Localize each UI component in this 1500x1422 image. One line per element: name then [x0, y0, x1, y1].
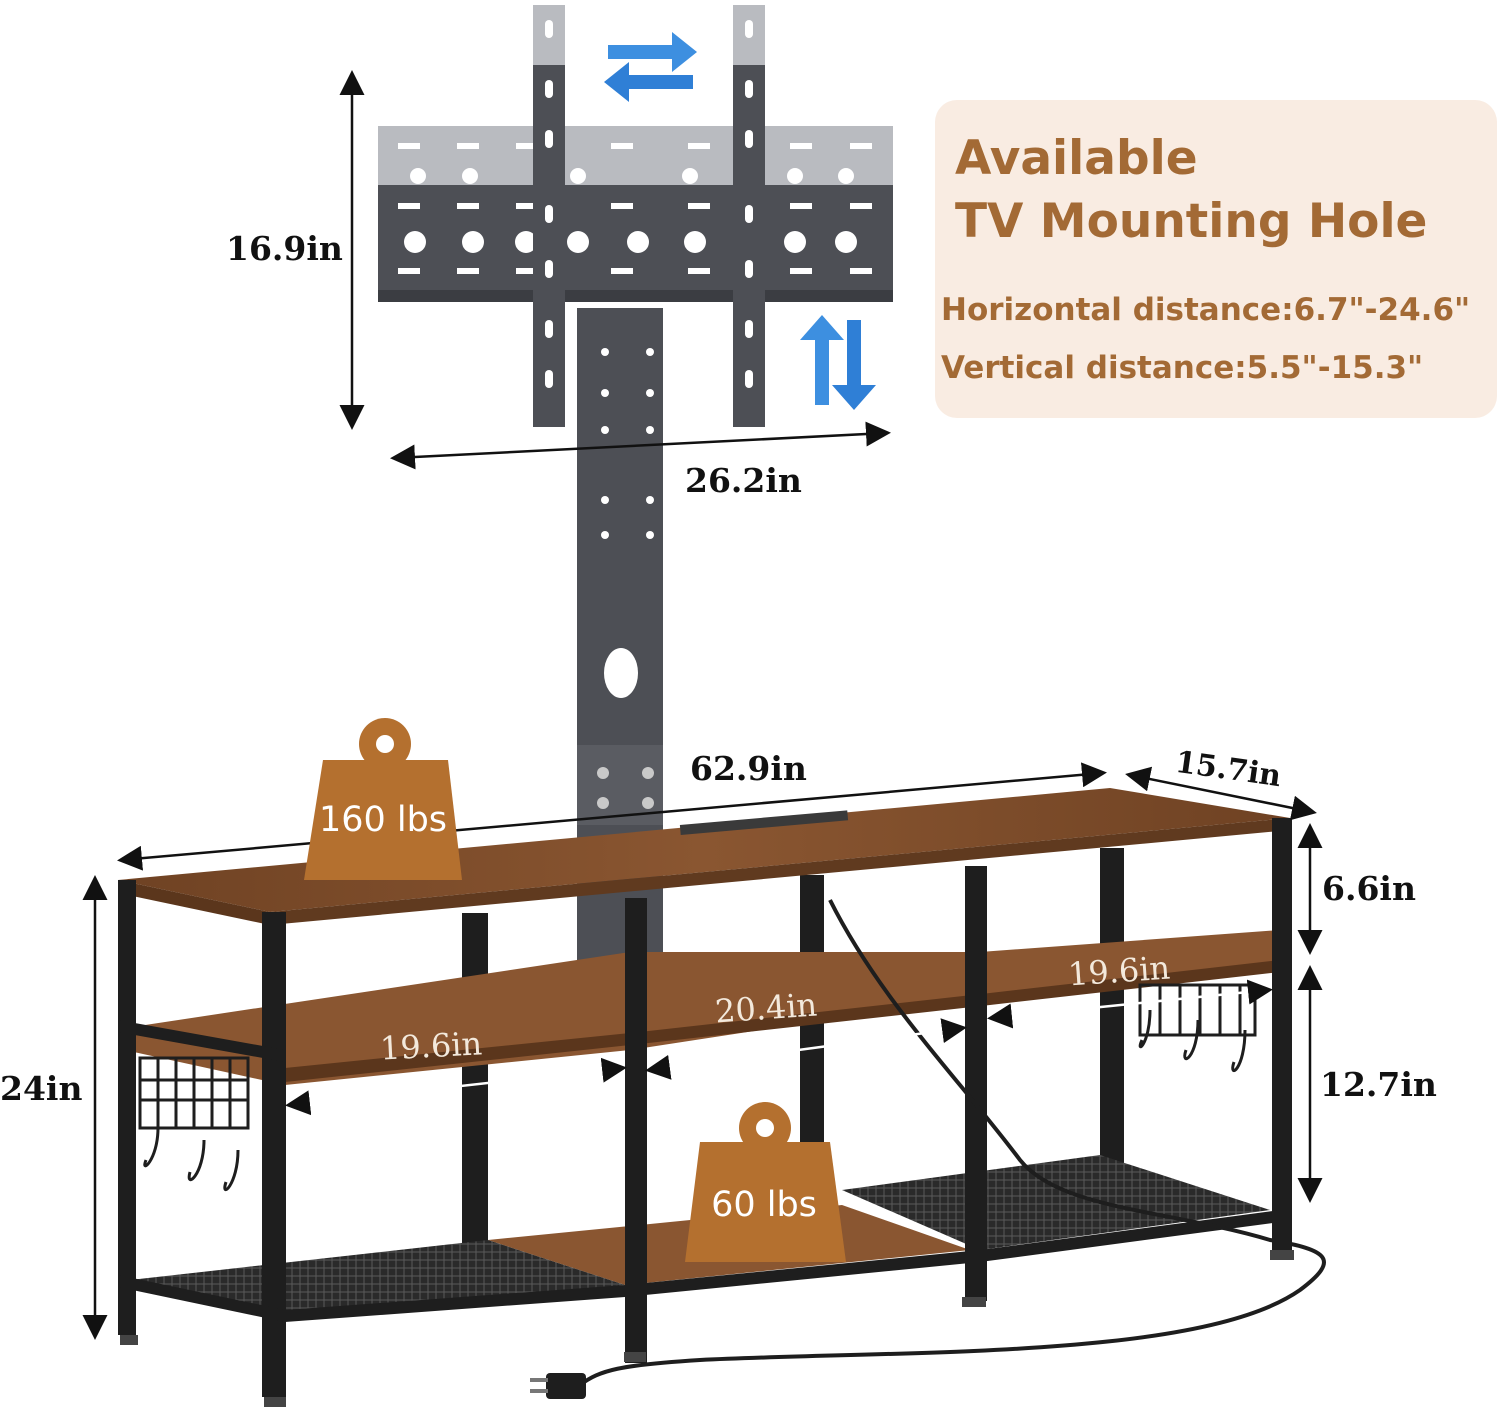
shelf-left-width-label: 19.6in [379, 1024, 484, 1068]
vertical-arrows-icon [800, 315, 876, 410]
shelf-dimension-lines [285, 979, 1273, 1116]
info-title-line2: TV Mounting Hole [955, 194, 1428, 249]
horizontal-distance-text: Horizontal distance:6.7"-24.6" [941, 292, 1471, 328]
shelf-middle-width-label: 20.4in [713, 985, 819, 1031]
total-height-label: 24in [0, 1069, 83, 1108]
bottom-capacity-label: 60 lbs [711, 1185, 817, 1225]
mount-height-label: 16.9in [226, 229, 343, 268]
weight-icon [304, 718, 462, 880]
vertical-distance-text: Vertical distance:5.5"-15.3" [941, 350, 1424, 386]
horizontal-arrows-icon [604, 32, 697, 102]
upper-shelf-gap-label: 6.6in [1322, 869, 1416, 908]
stand-width-label: 62.9in [690, 749, 807, 788]
info-title-line1: Available [955, 131, 1198, 186]
lower-shelf-gap-label: 12.7in [1320, 1065, 1437, 1104]
mount-width-label: 26.2in [685, 461, 802, 500]
dimension-lines [82, 70, 1323, 1340]
power-plug-icon [530, 1373, 586, 1399]
tv-stand [118, 788, 1326, 1407]
tv-mount-bracket [378, 5, 893, 427]
weight-icon [685, 1102, 846, 1262]
shelf-right-width-label: 19.6in [1066, 948, 1172, 994]
mounting-hole-info-card: Available TV Mounting Hole Horizontal di… [935, 100, 1497, 418]
top-capacity-label: 160 lbs [318, 800, 448, 840]
